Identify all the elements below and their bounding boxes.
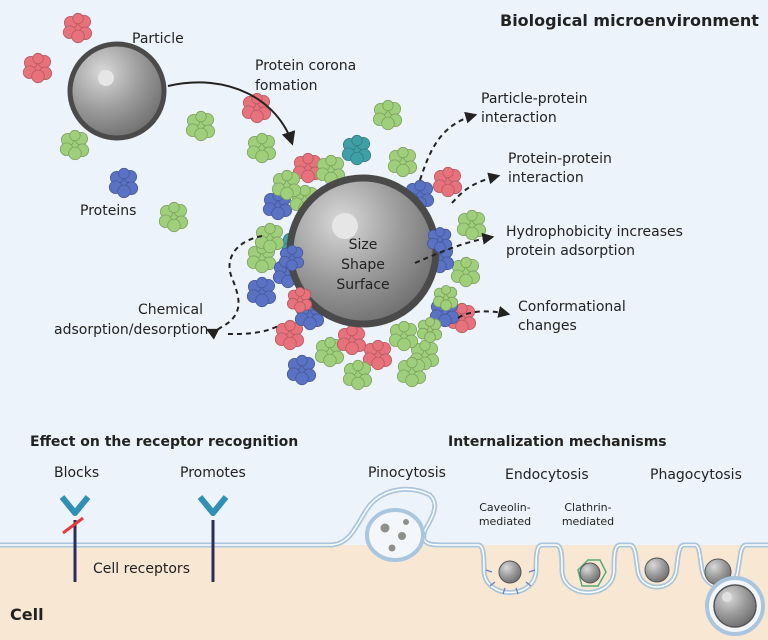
corona-label-line2: fomation <box>255 78 318 94</box>
caveolin-label-2: mediated <box>478 515 532 528</box>
core-label-shape: Shape <box>341 257 385 273</box>
pinocytosis-label: Pinocytosis <box>368 465 446 481</box>
protein-blob <box>396 356 427 388</box>
chemical-label-1: Chemical <box>138 302 203 318</box>
blocked-receptor <box>59 495 91 582</box>
proteins-label: Proteins <box>80 203 137 219</box>
caveolin-label-1: Caveolin- <box>479 501 531 514</box>
blocks-label: Blocks <box>54 465 100 481</box>
hydrophobicity-label-2: protein adsorption <box>506 243 636 259</box>
particle-protein-label-1: Particle-protein <box>481 91 588 107</box>
corona-formation-arrow <box>167 81 296 146</box>
protein-blob <box>336 324 367 356</box>
protein-blob <box>62 12 93 44</box>
protein-blob <box>362 339 393 371</box>
particle-protein-label-2: interaction <box>481 110 557 126</box>
free-proteins <box>22 12 403 233</box>
protein-blob <box>372 99 403 131</box>
protein-blob <box>246 276 277 308</box>
protein-blob <box>158 201 189 233</box>
clathrin-label-2: mediated <box>561 515 615 528</box>
protein-blob <box>315 154 346 186</box>
core-label-surface: Surface <box>336 277 390 293</box>
phagosome <box>705 576 765 636</box>
chemical-arrow-return <box>227 325 279 335</box>
environment-title: Biological microenvironment <box>500 11 759 30</box>
cell-label: Cell <box>10 605 44 624</box>
protein-blob <box>456 209 487 241</box>
protein-blob <box>271 169 302 201</box>
caveolin-pit-particle <box>485 560 536 595</box>
protein-protein-arrow <box>451 172 501 204</box>
protein-blob <box>432 284 459 312</box>
protein-blob <box>426 226 453 254</box>
cell-membrane <box>0 486 768 595</box>
cell-receptors-label: Cell receptors <box>93 561 190 577</box>
protein-blob <box>387 146 418 178</box>
particle-protein-arrow <box>419 111 478 181</box>
chemical-label-2: adsorption/desorption <box>54 322 209 338</box>
clathrin-pit-particle <box>577 559 607 587</box>
conformational-arrow <box>457 306 511 319</box>
protein-blob <box>278 244 305 272</box>
endocytosis-label: Endocytosis <box>505 467 589 483</box>
hydrophobicity-label-1: Hydrophobicity increases <box>506 224 683 240</box>
receptor-section-title: Effect on the receptor recognition <box>30 434 299 450</box>
clathrin-label-1: Clathrin- <box>564 501 612 514</box>
chemical-arrow <box>205 235 263 340</box>
protein-protein-label-2: interaction <box>508 170 584 186</box>
corona-label-line1: Protein corona <box>255 58 357 74</box>
protein-blob <box>274 319 305 351</box>
protein-corona <box>246 134 487 391</box>
protein-blob <box>254 222 285 254</box>
protein-corona-front <box>278 226 459 344</box>
protein-blob <box>241 92 272 124</box>
pinocytosis-vesicle <box>365 508 425 562</box>
protein-protein-label-1: Protein-protein <box>508 151 612 167</box>
protein-blob <box>185 110 216 142</box>
bare-particle <box>67 41 167 141</box>
protein-blob <box>286 286 313 314</box>
protein-blob <box>342 359 373 391</box>
conformational-label-1: Conformational <box>518 299 626 315</box>
protein-blob <box>246 132 277 164</box>
protein-blob <box>388 320 419 352</box>
promotes-label: Promotes <box>180 465 246 481</box>
phagocytosis-label: Phagocytosis <box>650 467 742 483</box>
conformational-label-2: changes <box>518 318 577 334</box>
protein-blob <box>450 256 481 288</box>
protein-blob <box>341 134 372 166</box>
phagocytosis-particle <box>644 557 670 583</box>
protein-blob <box>59 129 90 161</box>
hydrophobicity-arrow <box>414 232 495 264</box>
particle-label: Particle <box>132 31 184 47</box>
protein-blob <box>416 316 443 344</box>
protein-blob <box>286 354 317 386</box>
core-label-size: Size <box>348 237 378 253</box>
cell-cytoplasm <box>0 545 768 640</box>
protein-blob <box>108 167 139 199</box>
internalization-title: Internalization mechanisms <box>448 434 667 450</box>
protein-blob <box>22 52 53 84</box>
promoting-receptor <box>197 495 229 582</box>
protein-blob <box>432 166 463 198</box>
